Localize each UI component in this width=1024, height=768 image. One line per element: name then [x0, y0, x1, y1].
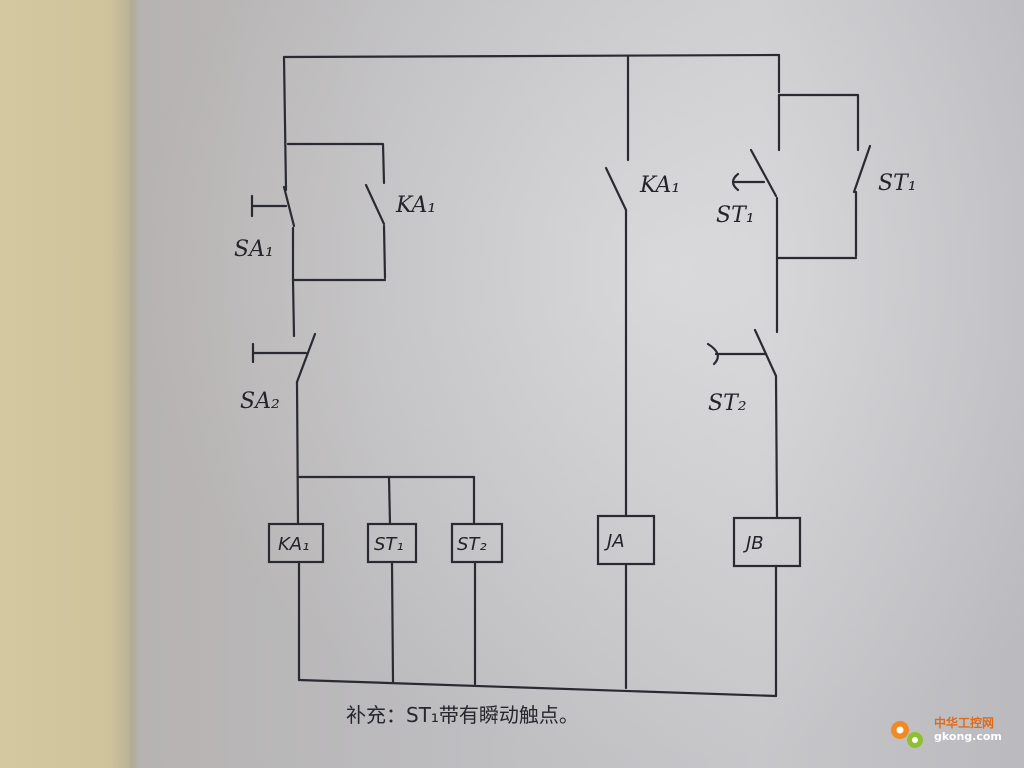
st1-instant-contact	[749, 148, 778, 198]
st1-instant-label: ST₁	[716, 203, 755, 228]
ka1-right-contact	[604, 166, 628, 212]
ka1-left-label: KA₁	[395, 193, 436, 218]
left-branch-mid-wire	[291, 278, 296, 338]
parallel-top-wire	[286, 142, 386, 185]
sa1-button-symbol	[250, 194, 288, 218]
st1-parallel-bottom-wire	[775, 196, 858, 260]
st1-coil-label: ST₁	[374, 534, 404, 555]
st2-label: ST₂	[708, 391, 747, 416]
watermark-logo: 中华工控网 gkong.com	[884, 712, 1024, 756]
jb-branch-lower-wire	[774, 374, 779, 520]
st2-coil-label: ST₂	[457, 534, 487, 555]
sa2-label: SA₂	[240, 389, 280, 414]
sa1-switch	[282, 185, 296, 228]
st2-symbol	[706, 342, 768, 366]
st1-delay-label: ST₁	[878, 171, 917, 196]
ka1-left-contact	[364, 183, 387, 280]
watermark-en: gkong.com	[934, 730, 1002, 743]
sa2-button-symbol	[251, 342, 308, 364]
top-bus-wire	[282, 53, 781, 59]
jb-coil-box	[732, 516, 802, 568]
ka1-coil-box	[267, 522, 325, 564]
watermark-cn: 中华工控网	[934, 716, 995, 730]
st1-parallel-top-wire	[777, 93, 860, 152]
bottom-bus-wire	[297, 678, 778, 698]
footnote-text: 补充：ST₁带有瞬动触点。	[346, 703, 579, 727]
st1-coil-tail	[390, 560, 395, 684]
parallel-bottom-wire	[291, 226, 387, 282]
ka1-coil-label: KA₁	[278, 534, 309, 555]
ka1-right-label: KA₁	[639, 173, 680, 198]
st1-coil-feed	[387, 475, 392, 526]
st1-delay-contact	[852, 144, 872, 258]
paper-sheet	[130, 0, 1024, 768]
st2-coil-box	[450, 522, 504, 564]
gear-icon	[891, 721, 923, 748]
sa2-switch	[295, 332, 317, 384]
left-branch-lower-wire	[295, 380, 300, 526]
jb-coil-label: JB	[743, 533, 764, 554]
left-branch-top-wire	[282, 55, 288, 192]
st1-instant-symbol	[731, 172, 766, 192]
ja-coil-label: JA	[604, 531, 625, 552]
sa1-label: SA₁	[234, 237, 274, 262]
